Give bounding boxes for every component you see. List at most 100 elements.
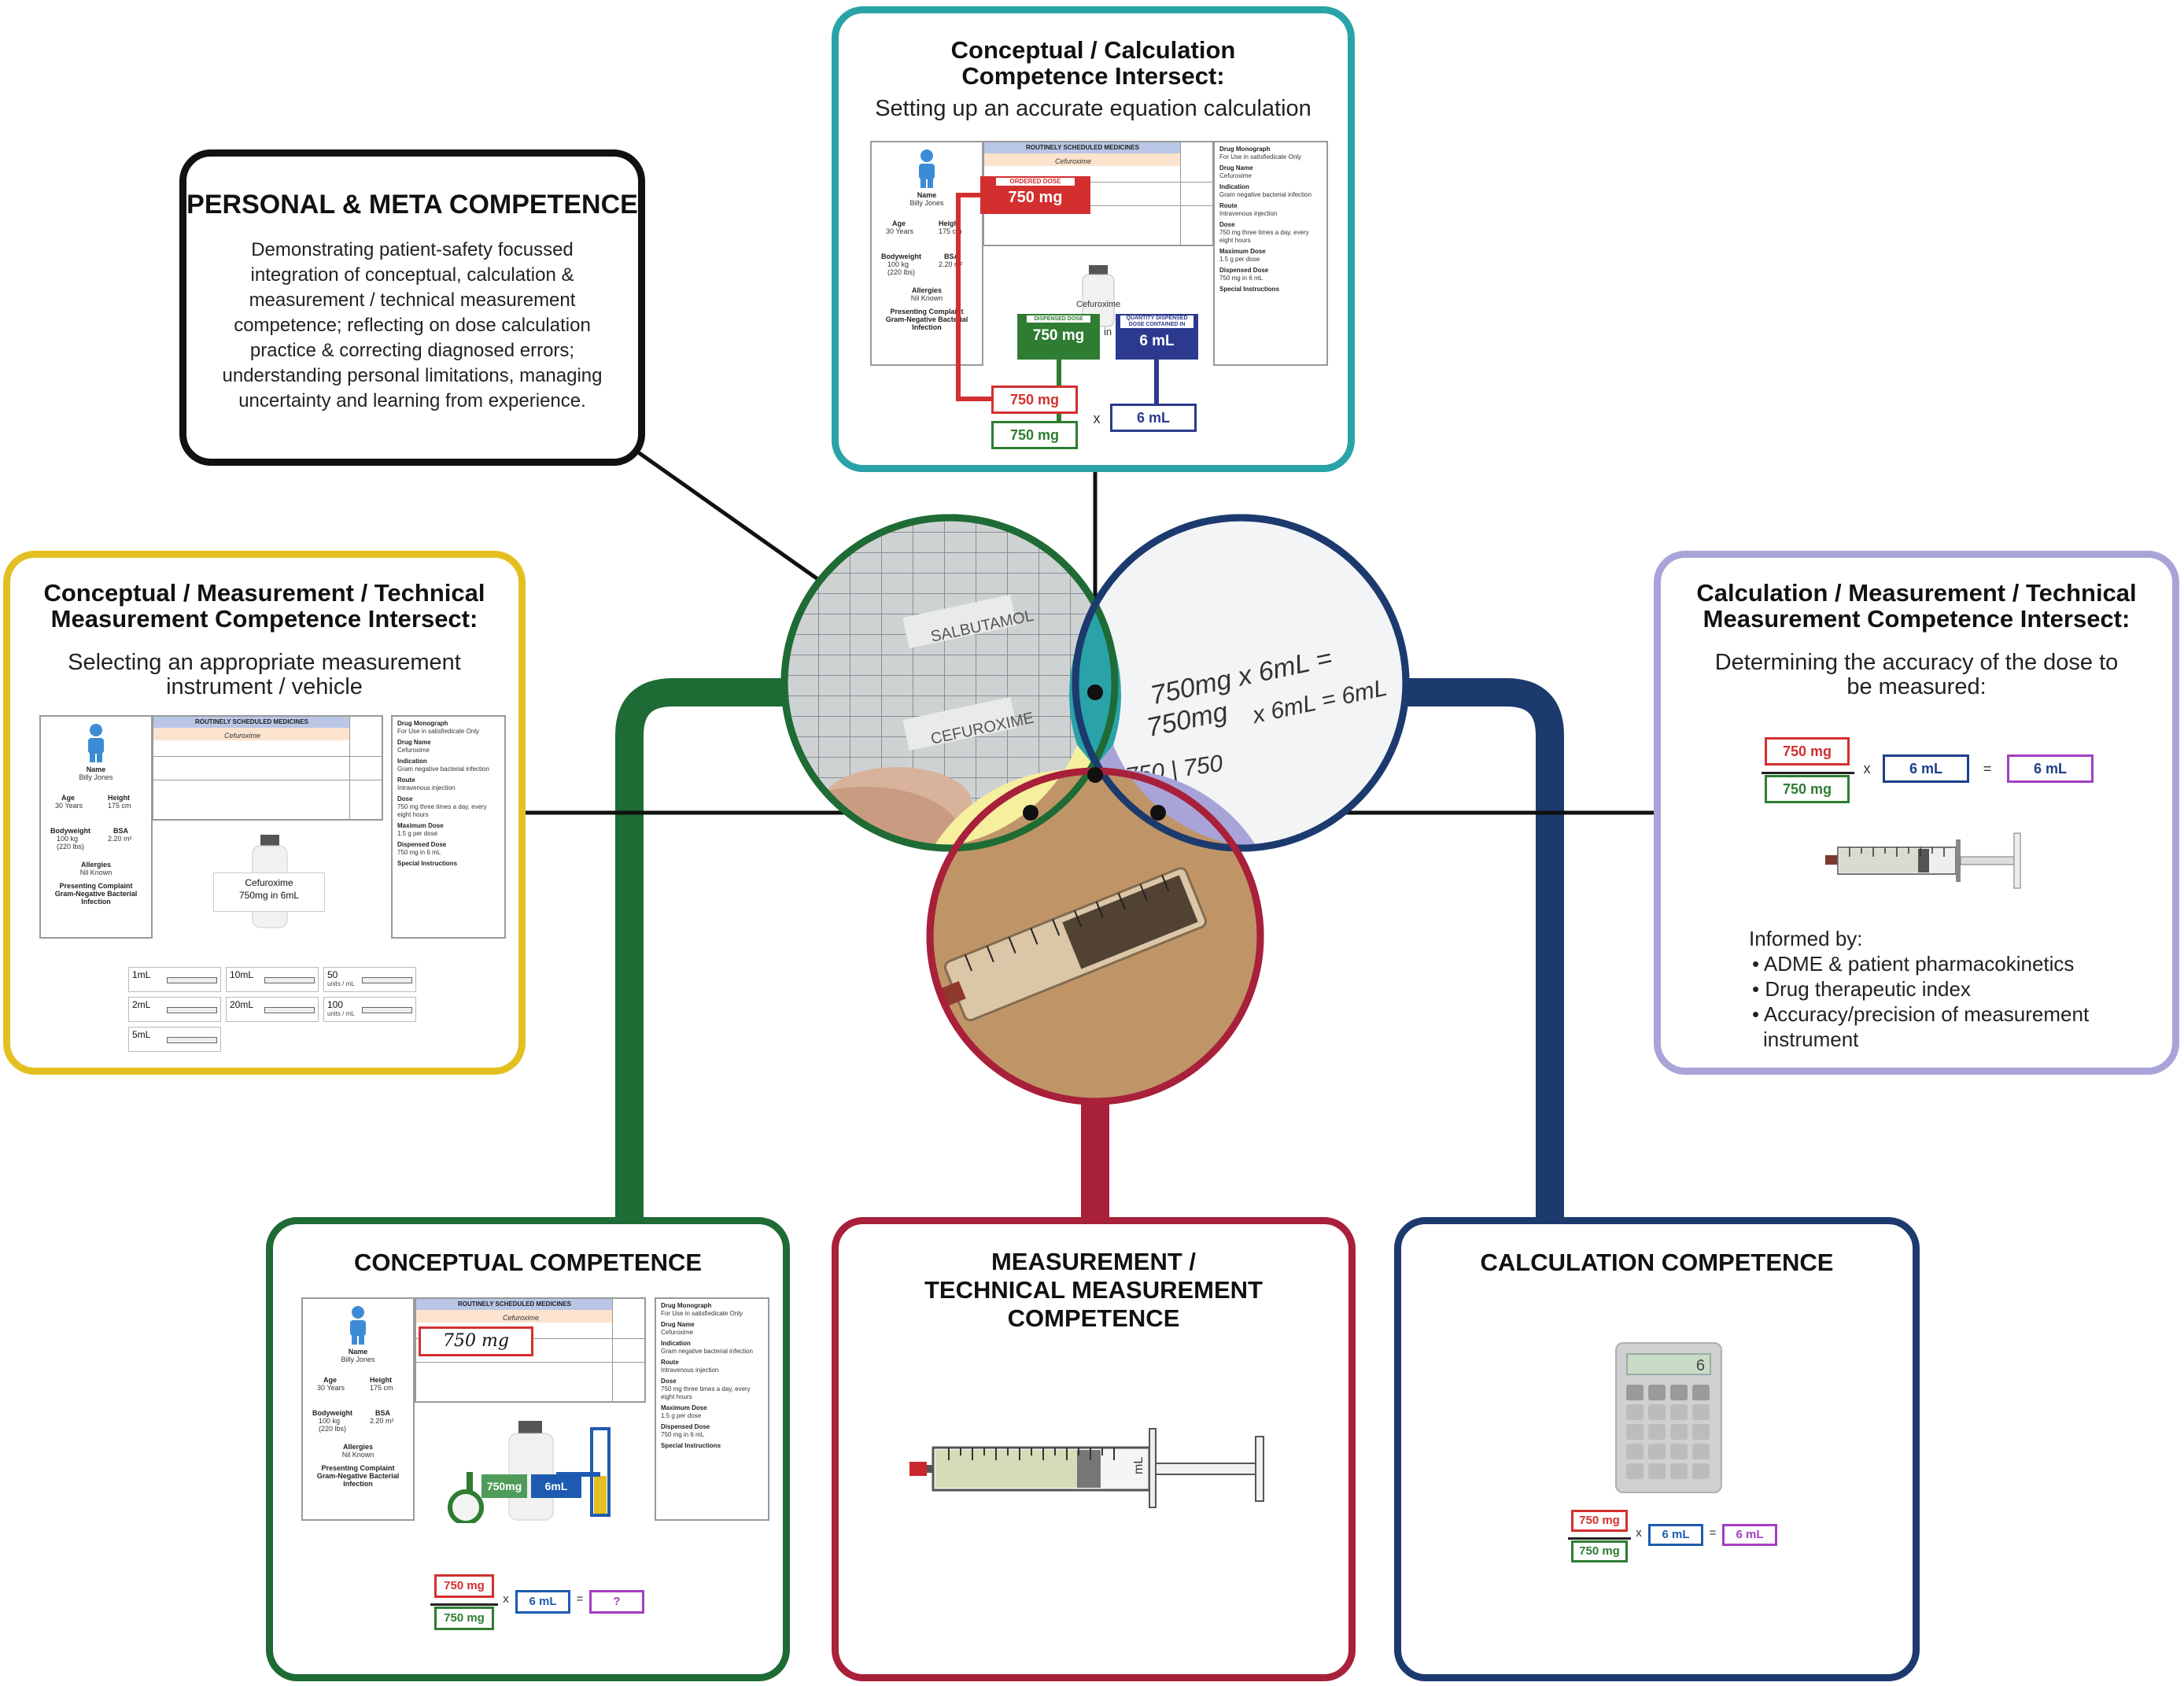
- monograph-line: Dose: [1219, 221, 1235, 228]
- c-denominator: 750 mg: [434, 1607, 494, 1630]
- calc-multiplier: 6 mL: [1110, 404, 1197, 432]
- allergies-label: Allergies: [342, 1443, 374, 1451]
- calc-times-op: x: [1636, 1526, 1642, 1540]
- bsa-label: BSA: [375, 1409, 391, 1417]
- conceptual-title: CONCEPTUAL COMPETENCE: [353, 1249, 703, 1276]
- syringe-option-label: 100: [327, 999, 344, 1010]
- calculator-key: [1626, 1463, 1644, 1479]
- calculator-key: [1648, 1385, 1666, 1400]
- monograph-line: Indication: [661, 1340, 691, 1347]
- calculator-key: [1648, 1463, 1666, 1479]
- dot-conceptual-meas: [1023, 805, 1039, 821]
- height-label: Height: [370, 1376, 392, 1384]
- bsa-label: BSA: [944, 253, 960, 260]
- dispensed-dose-value: 750 mg: [1032, 327, 1085, 344]
- allergies-label: Allergies: [80, 861, 112, 869]
- calc-meas-box: Calculation / Measurement / Technical Me…: [1654, 551, 2179, 1075]
- meta-title: PERSONAL & META COMPETENCE: [186, 190, 638, 220]
- monograph-line: 750 mg three times a day, every eight ho…: [397, 803, 487, 818]
- patient-card-2: Name Billy Jones Age 30 Years Height 175…: [39, 715, 153, 939]
- bsa-value: 2.20 m²: [939, 260, 963, 268]
- height-value: 175 cm: [370, 1384, 393, 1392]
- dot-calc-meas: [1150, 805, 1166, 821]
- syringe-illustration: [1825, 832, 2021, 889]
- monograph-line: Dose: [397, 795, 413, 802]
- monograph-line: Route: [397, 777, 415, 784]
- calculator-key: [1626, 1385, 1644, 1400]
- calc-equals-op: =: [1709, 1526, 1717, 1540]
- medication-chart-2: ROUTINELY SCHEDULED MEDICINES Cefuroxime: [152, 715, 383, 821]
- monograph-line: Cefuroxime: [661, 1329, 693, 1336]
- syringe-option: 1mL: [128, 967, 221, 992]
- monograph-line: Gram negative bacterial infection: [1219, 191, 1312, 198]
- syringe-mini-icon: [264, 1007, 315, 1013]
- calc-denominator-box: 750 mg: [1571, 1540, 1628, 1562]
- patient-name: Billy Jones: [341, 1356, 375, 1363]
- quantity-box: QUANTITY DISPENSED DOSE CONTAINED IN 6 m…: [1116, 314, 1198, 360]
- weight-label: Bodyweight: [312, 1409, 352, 1417]
- monograph-line: Route: [661, 1359, 679, 1366]
- calculator-icon: 6: [1615, 1342, 1722, 1493]
- monograph-line: Drug Name: [661, 1321, 695, 1328]
- monograph-line: Maximum Dose: [1219, 248, 1266, 255]
- monograph-line: Route: [1219, 202, 1238, 209]
- calculator-key: [1670, 1404, 1688, 1420]
- complaint-label: Presenting Complaint: [321, 1464, 395, 1472]
- meta-text: Demonstrating patient-safety focussed in…: [222, 239, 603, 411]
- bsa-value: 2.20 m²: [370, 1417, 394, 1425]
- height-value: 175 cm: [939, 227, 962, 235]
- cm-result: 6 mL: [2007, 754, 2094, 783]
- monograph-line: 1.5 g per dose: [1219, 256, 1260, 263]
- complaint-label: Presenting Complaint: [59, 882, 133, 890]
- age-label: Age: [323, 1376, 338, 1384]
- syringe-option: 2mL: [128, 997, 221, 1022]
- monograph-line: Special Instructions: [397, 860, 458, 867]
- syringe-option-sublabel: units / mL: [327, 1010, 355, 1017]
- flow-arrows: [956, 193, 1159, 433]
- monograph-line: Drug Monograph: [1219, 146, 1271, 153]
- patient-card: Name Billy Jones Age 30 Years Height 175…: [870, 141, 983, 366]
- syringe-option-label: 5mL: [132, 1029, 151, 1040]
- in-label: in: [1104, 326, 1112, 338]
- conceptual-calc-title: Conceptual / Calculation Competence Inte…: [950, 36, 1236, 90]
- calc-result-box: 6 mL: [1722, 1524, 1777, 1546]
- vial-volume-label: 6mL: [531, 1474, 581, 1498]
- chart-drug: Cefuroxime: [1055, 157, 1092, 165]
- dot-conceptual-calc: [1087, 684, 1103, 700]
- informed-list: • ADME & patient pharmacokinetics• Drug …: [1749, 951, 2158, 1052]
- monograph-line: Dispensed Dose: [1219, 267, 1269, 274]
- calc-numerator: 750 mg: [991, 386, 1078, 414]
- quantity-label: QUANTITY DISPENSED DOSE CONTAINED IN: [1120, 315, 1193, 328]
- conceptual-connector: [615, 678, 795, 1223]
- monograph-line: Drug Name: [397, 739, 431, 746]
- bsa-label: BSA: [113, 827, 129, 835]
- complaint-value: Gram-Negative Bacterial Infection: [316, 1472, 400, 1488]
- vial-drug-label: Cefuroxime: [1076, 300, 1121, 309]
- monograph-line: Intravenous injection: [1219, 210, 1278, 217]
- syringe-option-sublabel: units / mL: [327, 980, 355, 987]
- conceptual-meas-title: Conceptual / Measurement / Technical Mea…: [43, 579, 485, 633]
- calc-meas-title: Calculation / Measurement / Technical Me…: [1696, 579, 2137, 633]
- calculator-key: [1692, 1424, 1710, 1440]
- syringe-option-label: 10mL: [230, 969, 254, 980]
- patient-name: Billy Jones: [79, 773, 113, 781]
- monograph-line: For Use in satisfiedicate Only: [1219, 153, 1302, 160]
- ordered-dose-box: ORDERED DOSE 750 mg: [980, 176, 1090, 214]
- person-icon: [88, 724, 104, 762]
- age-label: Age: [61, 794, 76, 802]
- cm-denominator: 750 mg: [1765, 775, 1850, 803]
- calculator-key: [1626, 1404, 1644, 1420]
- monograph-line: 750 mg three times a day, every eight ho…: [1219, 229, 1309, 244]
- vial-dose-label: 750mg: [481, 1474, 527, 1498]
- monograph-line: 750 mg three times a day, every eight ho…: [661, 1385, 751, 1400]
- calculator-key: [1626, 1444, 1644, 1459]
- monograph-line: Drug Monograph: [397, 720, 448, 727]
- chart-drug: Cefuroxime: [503, 1314, 540, 1322]
- vial-label: Cefuroxime 750mg in 6mL: [213, 873, 325, 912]
- monograph-line: 750 mg in 6 mL: [397, 849, 441, 856]
- height-value: 175 cm: [108, 802, 131, 810]
